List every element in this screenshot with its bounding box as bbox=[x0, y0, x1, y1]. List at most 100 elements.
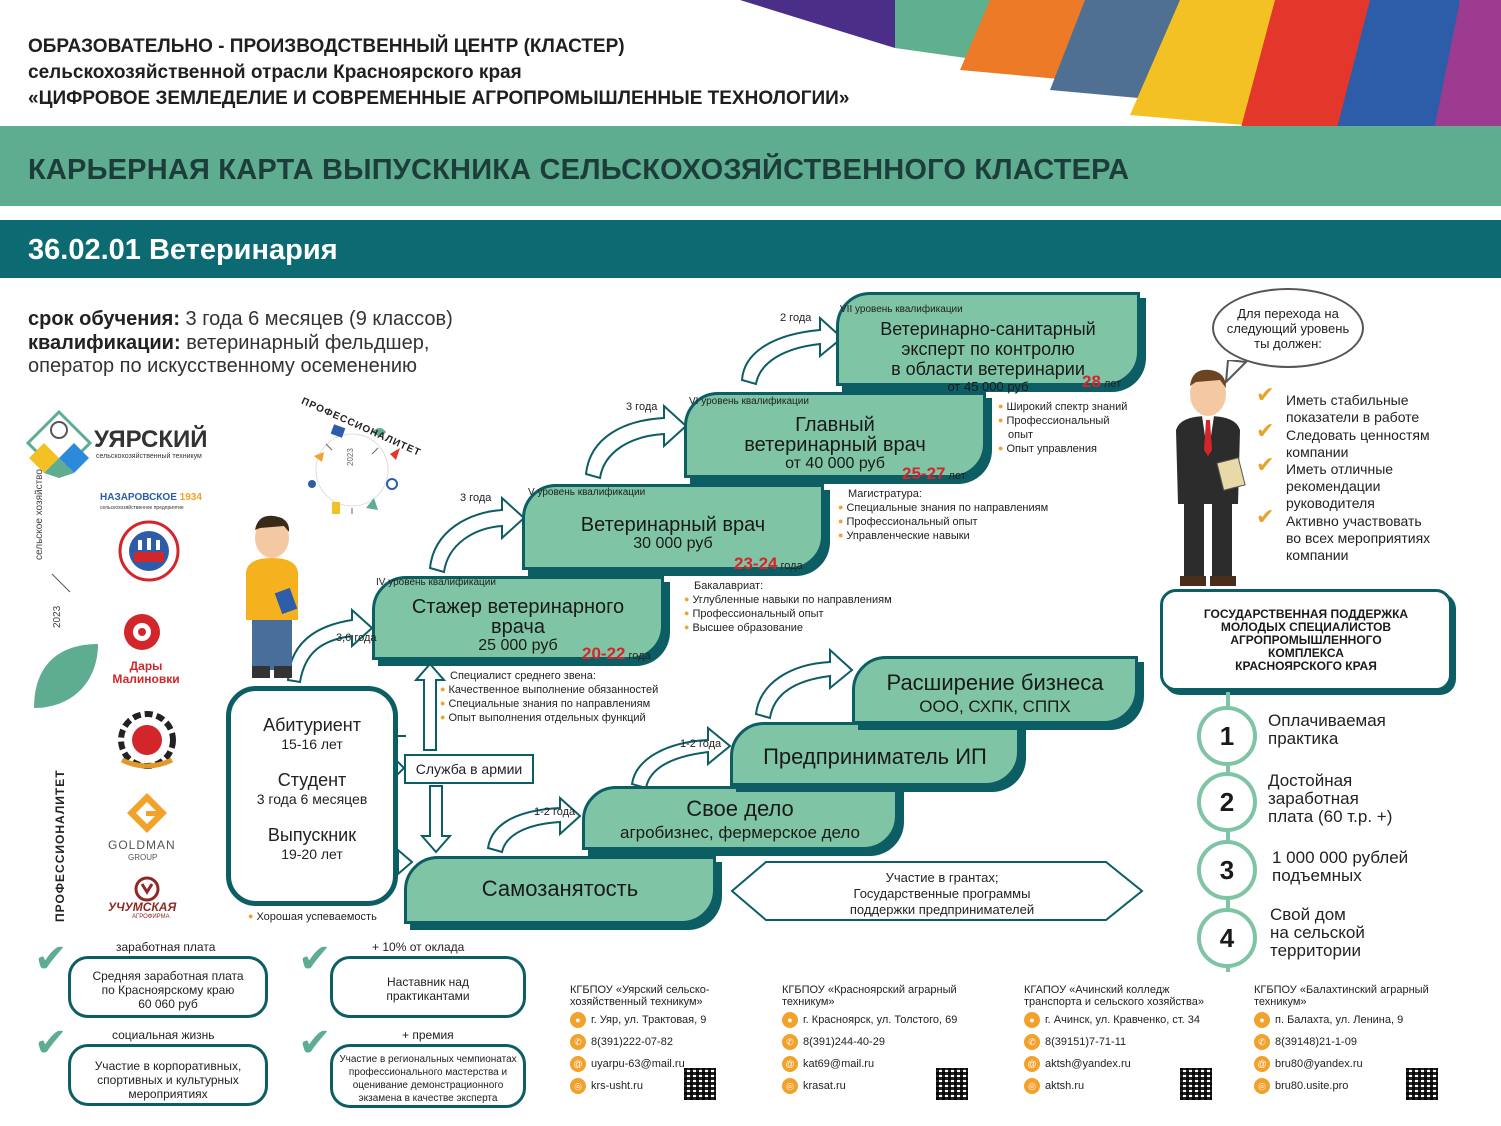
level-4-label: IV уровень квалификации bbox=[376, 577, 496, 588]
web-icon: ◎ bbox=[782, 1078, 798, 1094]
level-6-label: VI уровень квалификации bbox=[689, 396, 809, 407]
level-5-box: Ветеринарный врач 30 000 руб bbox=[522, 484, 824, 570]
level-5-label: V уровень квалификации bbox=[528, 487, 646, 498]
ssz-list: Качественное выполнение обязанностейСпец… bbox=[440, 683, 658, 725]
contact-card-3: КГАПОУ «Ачинский колледж транспорта и се… bbox=[1024, 984, 1234, 1104]
prof-shape bbox=[390, 448, 400, 460]
web-icon: ◎ bbox=[1254, 1078, 1270, 1094]
stage-graduate: Выпускник bbox=[267, 825, 357, 845]
goldman-sub: GROUP bbox=[128, 853, 158, 862]
ssz-title: Специалист среднего звена: bbox=[450, 670, 596, 682]
level-4-age: 20-22 года bbox=[582, 644, 651, 663]
grants-arrow bbox=[730, 861, 1144, 921]
dary-name: Дары Малиновки bbox=[112, 659, 180, 686]
support-number-1: 1 bbox=[1197, 706, 1257, 766]
title-band: КАРЬЕРНАЯ КАРТА ВЫПУСКНИКА СЕЛЬСКОХОЗЯЙС… bbox=[0, 126, 1501, 206]
prof-shape bbox=[308, 480, 316, 488]
curve-arrow-b1 bbox=[486, 795, 582, 854]
check-icon: ✔ bbox=[34, 937, 68, 981]
bac-title: Бакалавриат: bbox=[694, 580, 764, 592]
army-down-arrow bbox=[419, 785, 453, 854]
businessman-figure bbox=[1176, 369, 1246, 586]
phone-icon: ✆ bbox=[1024, 1034, 1040, 1050]
to-self-arrow bbox=[397, 847, 414, 877]
stage-applicant: Абитуриент bbox=[263, 715, 361, 735]
prof-shape bbox=[372, 428, 386, 436]
uyar-logo-icon bbox=[25, 409, 93, 478]
self-employed-box: Самозанятость bbox=[404, 856, 716, 924]
duration-4: 2 года bbox=[780, 312, 812, 324]
benefit-box-3: Участие в корпоративных,спортивных и кул… bbox=[68, 1044, 268, 1106]
uyar-sub: сельскохозяйственный техникум bbox=[96, 453, 202, 460]
benefit-caption-4: + премия bbox=[402, 1028, 454, 1042]
professionalitet-logo bbox=[308, 424, 400, 514]
phone-icon: ✆ bbox=[1254, 1034, 1270, 1050]
web-icon: ◎ bbox=[1024, 1078, 1040, 1094]
army-box: Служба в армии bbox=[404, 754, 534, 784]
curve-arrow-4 bbox=[740, 315, 844, 386]
top-list: Широкий спектр знанийПрофессиональный оп… bbox=[998, 400, 1127, 456]
stripe bbox=[895, 0, 990, 60]
level-4-box: Стажер ветеринарного врача 25 000 руб bbox=[372, 576, 664, 660]
check-icon: ✔ bbox=[34, 1021, 68, 1065]
qr-code[interactable] bbox=[684, 1068, 716, 1100]
curve-arrow-b3 bbox=[754, 647, 854, 720]
email-icon: @ bbox=[1254, 1056, 1270, 1072]
benefit-caption-2: + 10% от оклада bbox=[372, 940, 465, 954]
location-icon: ● bbox=[1254, 1012, 1270, 1028]
prof-shape bbox=[314, 452, 324, 462]
check-icon: ✔ bbox=[298, 937, 332, 981]
prof-shape bbox=[371, 447, 379, 455]
leaf-icon bbox=[34, 644, 98, 708]
mag-list: Специальные знания по направлениямПрофес… bbox=[838, 501, 1048, 543]
header-line-3: «ЦИФРОВОЕ ЗЕМЛЕДЕЛИЕ И СОВРЕМЕННЫЕ АГРОП… bbox=[28, 88, 850, 109]
dary-logo-icon bbox=[124, 614, 160, 650]
contact-card-2: КГБПОУ «Красноярский аграрный техникум» … bbox=[782, 984, 992, 1104]
support-number-3: 3 bbox=[1197, 840, 1257, 900]
duration-b2: 1-2 года bbox=[680, 738, 722, 750]
qr-code[interactable] bbox=[936, 1068, 968, 1100]
check-icon: ✔ bbox=[1256, 418, 1275, 443]
term-info: срок обучения: 3 года 6 месяцев (9 класс… bbox=[28, 308, 453, 330]
email-icon: @ bbox=[1024, 1056, 1040, 1072]
benefit-caption-3: социальная жизнь bbox=[112, 1028, 215, 1042]
check-icon: ✔ bbox=[1256, 504, 1275, 529]
level-7-age: 28 лет bbox=[1082, 372, 1122, 391]
bubble-tail bbox=[1224, 360, 1248, 384]
qual-info-2: оператор по искусственному осеменению bbox=[28, 355, 417, 377]
support-number-4: 4 bbox=[1197, 908, 1257, 968]
level-7-box: Ветеринарно-санитарный эксперт по контро… bbox=[836, 292, 1140, 394]
divider-slash bbox=[51, 573, 71, 593]
level-6-age: 25-27 лет bbox=[902, 464, 966, 483]
duration-1: 3,6 года bbox=[336, 632, 377, 644]
prof-shape bbox=[325, 443, 333, 451]
duration-3: 3 года bbox=[626, 401, 658, 413]
qual-info: квалификации: ветеринарный фельдшер, bbox=[28, 332, 430, 354]
qr-code[interactable] bbox=[1406, 1068, 1438, 1100]
stripe bbox=[740, 0, 895, 48]
support-number-2: 2 bbox=[1197, 772, 1257, 832]
support-line bbox=[1226, 692, 1230, 972]
emblem-logo-icon bbox=[118, 711, 176, 769]
email-icon: @ bbox=[570, 1056, 586, 1072]
specialty-title: 36.02.01 Ветеринария bbox=[28, 234, 338, 266]
nazarovo-sub: сельскохозяйственное предприятие bbox=[100, 505, 184, 511]
nazarovo-name: НАЗАРОВСКОЕ 1934 bbox=[100, 492, 202, 503]
prof-shape bbox=[366, 498, 378, 510]
bac-list: Углубленные навыки по направлениямПрофес… bbox=[684, 593, 891, 635]
curve-arrow-b2 bbox=[630, 725, 732, 790]
duration-b1: 1-2 года bbox=[534, 806, 576, 818]
level-5-age: 23-24 года bbox=[734, 554, 803, 573]
uyar-name: УЯРСКИЙ bbox=[94, 426, 208, 453]
qr-code[interactable] bbox=[1180, 1068, 1212, 1100]
curve-arrow-2 bbox=[428, 495, 526, 574]
level-6-box: Главный ветеринарный врач от 40 000 руб bbox=[684, 392, 986, 478]
